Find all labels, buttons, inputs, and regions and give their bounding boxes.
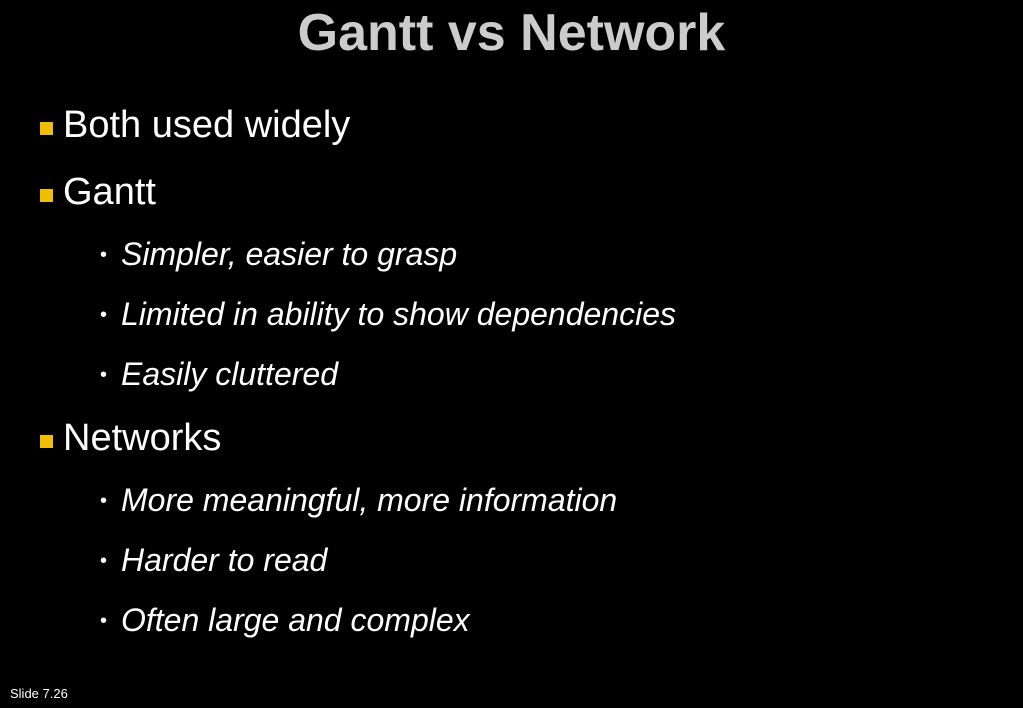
bullet-item: Both used widely	[40, 103, 350, 147]
slide-title: Gantt vs Network	[297, 4, 726, 62]
dot-bullet-icon: •	[100, 244, 108, 266]
sub-bullet-text: Easily cluttered	[121, 356, 338, 392]
bullet-item: Networks	[40, 416, 221, 460]
sub-bullet-item: • Often large and complex	[100, 601, 470, 640]
dot-bullet-icon: •	[100, 550, 108, 572]
sub-bullet-item: • Limited in ability to show dependencies	[100, 295, 676, 334]
bullet-text: Both used widely	[63, 104, 351, 146]
sub-bullet-item: • More meaningful, more information	[100, 481, 617, 520]
dot-bullet-icon: •	[100, 490, 108, 512]
sub-bullet-text: Simpler, easier to grasp	[121, 236, 458, 272]
slide-number: Slide 7.26	[10, 686, 68, 701]
square-bullet-icon	[40, 435, 53, 448]
dot-bullet-icon: •	[100, 610, 108, 632]
square-bullet-icon	[40, 122, 53, 135]
sub-bullet-item: • Easily cluttered	[100, 355, 338, 394]
bullet-text: Gantt	[63, 171, 156, 213]
sub-bullet-text: Limited in ability to show dependencies	[121, 296, 676, 332]
bullet-item: Gantt	[40, 170, 156, 214]
sub-bullet-item: • Harder to read	[100, 541, 327, 580]
bullet-text: Networks	[63, 417, 222, 459]
sub-bullet-text: Often large and complex	[121, 602, 470, 638]
sub-bullet-text: Harder to read	[121, 542, 328, 578]
square-bullet-icon	[40, 189, 53, 202]
sub-bullet-item: • Simpler, easier to grasp	[100, 235, 457, 274]
sub-bullet-text: More meaningful, more information	[121, 482, 618, 518]
dot-bullet-icon: •	[100, 364, 108, 386]
dot-bullet-icon: •	[100, 304, 108, 326]
